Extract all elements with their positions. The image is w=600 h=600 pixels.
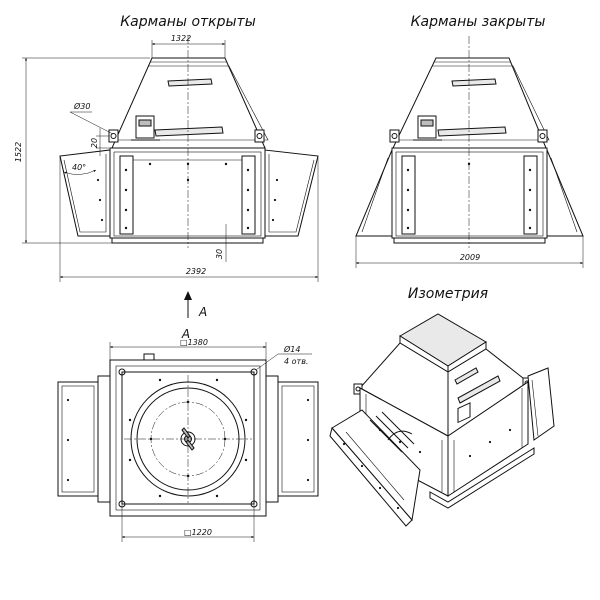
lug-left [108,129,119,143]
base-plinth [111,237,264,244]
dim-base-offset: 30 [215,249,224,259]
view-label: A [181,327,190,341]
dim-hole-small: Ø14 [283,344,300,354]
motor-bracket [135,115,155,139]
lug-right [254,129,265,143]
pocket-right-closed [546,149,584,237]
plan-pocket-left [57,381,99,497]
dim-bottom-square: □1220 [184,528,212,537]
dim-lug-offset: 20 [90,138,99,148]
plan-pocket-right [277,381,319,497]
view-pockets-open: Карманы открыты [14,14,319,282]
view-title-open: Карманы открыты [120,14,256,30]
dim-height: 1522 [14,142,23,162]
view-title-isometric: Изометрия [408,286,488,302]
hood-louver-top [167,78,213,87]
dim-overall-width-closed: 2009 [460,253,480,262]
view-pockets-closed: Карманы закрыты 2009 [355,14,584,268]
dim-overall-width-open: 2392 [186,267,206,276]
iso-body-right [447,381,529,497]
dim-hole-count: 4 отв. [284,357,308,366]
dim-top-width: 1322 [171,34,191,43]
view-arrow-label: A [198,305,207,319]
iso-base-plinth [429,447,535,509]
view-plan-a: A A □138 [57,291,319,542]
view-title-closed: Карманы закрыты [411,14,546,30]
dim-pocket-angle: 40° [72,163,86,172]
pocket-right [264,149,319,237]
dim-hole-diameter: Ø30 [73,101,90,111]
iso-pocket-right [527,367,555,441]
view-isometric: Изометрия [329,286,555,527]
dim-top-square: □1380 [180,338,208,347]
hood-louver-bottom [154,126,224,137]
pocket-left-closed [355,149,393,237]
